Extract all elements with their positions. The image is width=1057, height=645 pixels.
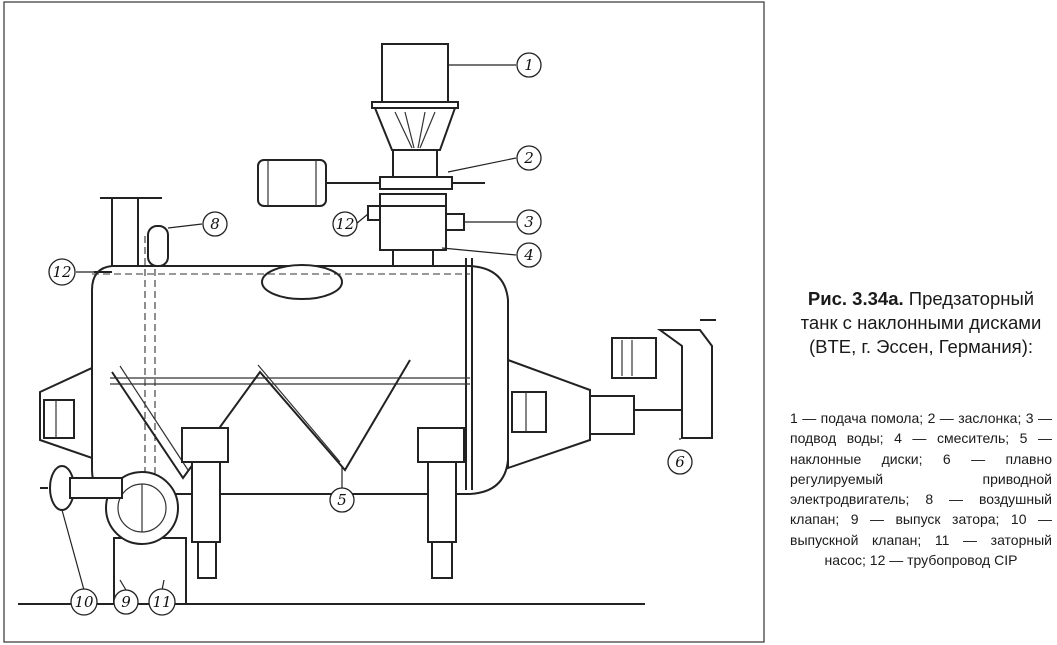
mill-feed-hopper	[371, 43, 459, 179]
svg-text:4: 4	[523, 246, 534, 264]
inclined-discs	[111, 359, 411, 480]
figure-caption: Рис. 3.34а. Предзаторный танк с наклонны…	[790, 287, 1052, 359]
svg-text:5: 5	[337, 491, 347, 509]
svg-text:11: 11	[152, 593, 171, 611]
left-end-housing	[39, 366, 93, 460]
tank-diagram: 1 2 3 4 8 12 12 5 6 10 9 11	[3, 1, 765, 643]
vertical-pipe	[100, 197, 162, 268]
callout-8: 8	[202, 211, 228, 237]
technical-drawing: 1 2 3 4 8 12 12 5 6 10 9 11	[3, 1, 765, 643]
svg-text:10: 10	[74, 593, 94, 611]
callout-4: 4	[516, 242, 542, 268]
callout-11: 11	[148, 588, 176, 616]
callout-1: 1	[516, 52, 542, 78]
callout-2: 2	[516, 145, 542, 171]
callout-9: 9	[113, 589, 139, 615]
outlet-valve	[40, 465, 123, 511]
mixer	[367, 193, 465, 267]
callout-12-top: 12	[332, 211, 358, 237]
svg-text:6: 6	[675, 453, 685, 471]
callout-6: 6	[667, 449, 693, 475]
svg-text:12: 12	[335, 215, 354, 233]
support-leg-left	[181, 427, 229, 579]
svg-text:12: 12	[52, 263, 71, 281]
right-end-housing	[507, 358, 591, 470]
callout-5: 5	[329, 487, 355, 513]
svg-text:9: 9	[121, 593, 131, 611]
shutter-assembly	[257, 159, 485, 207]
figure-title: Предзаторный танк с наклонными дисками (…	[800, 288, 1042, 357]
figure-frame	[3, 1, 765, 643]
leader-lines	[61, 64, 681, 591]
callout-3: 3	[516, 209, 542, 235]
support-leg-right	[417, 427, 465, 579]
svg-text:8: 8	[210, 215, 220, 233]
svg-text:1: 1	[524, 56, 534, 74]
svg-text:2: 2	[523, 149, 534, 167]
svg-text:3: 3	[524, 213, 534, 231]
drive-motor	[589, 319, 716, 439]
callout-10: 10	[70, 588, 98, 616]
callout-12-left: 12	[48, 258, 76, 286]
figure-legend: 1 — подача помола; 2 — заслонка; 3 — под…	[790, 410, 1052, 569]
figure-number: Рис. 3.34а.	[807, 288, 904, 309]
air-valve	[147, 225, 169, 267]
